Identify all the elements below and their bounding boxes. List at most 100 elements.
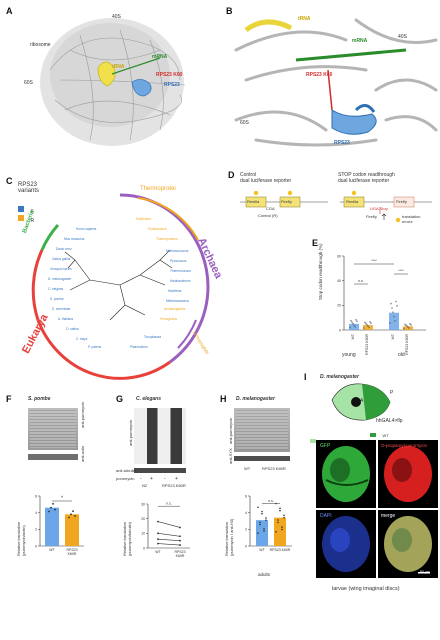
control-codon: CGA bbox=[266, 206, 275, 211]
e-point-1-2 bbox=[365, 322, 367, 325]
h-point-0-2 bbox=[261, 510, 263, 513]
g-point-1-0 bbox=[157, 532, 159, 535]
i-image-merge bbox=[378, 510, 438, 578]
i-legend-label-2: WT bbox=[382, 433, 389, 438]
f-loading-label: anti-actin bbox=[80, 445, 85, 462]
panel-d-letter: D bbox=[228, 170, 235, 180]
i-caption: larvae (wing imaginal discs) bbox=[332, 586, 400, 592]
panel-b-letter: B bbox=[226, 6, 233, 16]
label-mrna-b: mRNA bbox=[352, 38, 368, 44]
h-blot-label: anti-puromycin bbox=[228, 417, 233, 444]
f-point-0-0 bbox=[48, 510, 50, 513]
h-species: D. melanogaster bbox=[236, 396, 275, 402]
g-sig: n.s. bbox=[166, 502, 172, 506]
i-quad-dapi: DAPI bbox=[320, 513, 332, 519]
h-ytick-label-0: 0 bbox=[245, 544, 247, 548]
g-xlabel-1-1: K60R bbox=[176, 554, 185, 558]
svg-text:A. thaliana: A. thaliana bbox=[58, 317, 73, 321]
g-species: C. elegans bbox=[136, 396, 162, 402]
svg-text:C. elegans: C. elegans bbox=[48, 287, 64, 291]
wing-disc-schematic bbox=[326, 380, 396, 424]
i-swatch-1 bbox=[310, 439, 316, 443]
h-point-0-7 bbox=[261, 512, 263, 515]
i-ap-a: A bbox=[360, 398, 364, 404]
h-blot-syx bbox=[234, 456, 290, 461]
g-line-1 bbox=[157, 533, 181, 537]
h-bar-1 bbox=[274, 517, 286, 546]
svg-text:Haloferax: Haloferax bbox=[168, 289, 182, 293]
label-60s-a: 60S bbox=[24, 80, 33, 86]
e-point-1-4 bbox=[367, 325, 369, 328]
f-point-1-2 bbox=[72, 510, 74, 513]
h-loading-label: anti-SYX bbox=[228, 448, 233, 464]
e-ytick-label-3: 60 bbox=[337, 254, 341, 258]
legend-swatch-r bbox=[18, 214, 24, 221]
e-point-0-6 bbox=[355, 318, 357, 321]
g-ytick-label-0: 0 bbox=[143, 546, 145, 550]
g-ytick-label-1: 10 bbox=[141, 532, 145, 536]
stop-renilla: Renilla bbox=[346, 199, 359, 204]
g-sign-1: - bbox=[140, 476, 142, 482]
h-sig: n.s. bbox=[268, 499, 274, 503]
e-ytick-label-2: 40 bbox=[337, 279, 341, 283]
svg-text:Homo sapiens: Homo sapiens bbox=[76, 227, 97, 231]
wing-disc-svg bbox=[331, 383, 391, 421]
e-point-1-5 bbox=[368, 326, 370, 329]
f-species: S. pombe bbox=[28, 396, 51, 402]
control-renilla: Renilla bbox=[247, 199, 260, 204]
g-xlabel-1-0: RPS23 bbox=[174, 550, 185, 554]
f-blot-lanes bbox=[30, 410, 76, 448]
e-point-0-0 bbox=[349, 326, 351, 329]
e-sig-2: **** bbox=[398, 269, 404, 273]
e-point-3-7 bbox=[410, 323, 412, 326]
g-puro-row: puromycin bbox=[116, 476, 135, 481]
panel-b-closeup bbox=[234, 10, 438, 152]
e-point-3-5 bbox=[408, 327, 410, 329]
svg-text:Danio rerio: Danio rerio bbox=[56, 247, 72, 251]
label-rps23k60-b: RPS23 K60 bbox=[306, 72, 333, 78]
g-point-3-0 bbox=[157, 542, 159, 545]
g-lane-k60r: RPS23 K60R bbox=[162, 483, 186, 488]
e-ylabel: Stop codon readthrough (%) bbox=[318, 243, 323, 300]
ribosome-structure bbox=[40, 18, 186, 146]
e-point-0-4 bbox=[353, 324, 355, 327]
h-point-1-7 bbox=[279, 509, 281, 512]
i-quad-gfp: GFP bbox=[320, 443, 331, 449]
e-xlabel-0-0: WT bbox=[351, 333, 355, 339]
label-ribosome: ribosome bbox=[30, 42, 51, 48]
h-ylabel: Relative translation (puromycin / anti-H… bbox=[224, 518, 234, 556]
h-point-1-6 bbox=[277, 521, 279, 524]
panel-h-letter: H bbox=[220, 394, 227, 404]
control-caption: Control (R) bbox=[258, 213, 278, 218]
panel-e-letter: E bbox=[312, 238, 319, 248]
e-point-2-1 bbox=[390, 302, 392, 305]
e-bar-1 bbox=[363, 325, 373, 330]
h-point-0-1 bbox=[259, 521, 261, 524]
h-point-0-0 bbox=[257, 532, 259, 534]
i-species: D. melanogaster bbox=[320, 374, 359, 380]
g-point-0-1 bbox=[179, 526, 181, 529]
f-point-0-1 bbox=[50, 506, 52, 509]
svg-text:D. melanogaster: D. melanogaster bbox=[48, 277, 72, 281]
label-rps23k60-a: RPS23 K60 bbox=[156, 72, 183, 78]
clade-thermoprotei: Thermoprotei bbox=[140, 186, 176, 192]
e-ytick-label-1: 20 bbox=[337, 304, 341, 308]
legend-item-r: R bbox=[18, 209, 35, 227]
legend-label-r: R bbox=[30, 218, 35, 224]
h-point-0-9 bbox=[265, 519, 267, 521]
e-point-0-7 bbox=[356, 320, 358, 323]
svg-text:Archaeoglobus: Archaeoglobus bbox=[164, 307, 186, 311]
panel-a-ribosome bbox=[20, 10, 200, 150]
h-lane-wt: WT bbox=[244, 466, 251, 471]
f-sig: * bbox=[61, 496, 63, 502]
svg-text:S. pombe: S. pombe bbox=[50, 297, 64, 301]
g-point-1-1 bbox=[179, 535, 181, 538]
stop-title: STOP codon readthrough dual luciferase r… bbox=[338, 172, 395, 184]
svg-text:Gallus gallus: Gallus gallus bbox=[52, 257, 71, 261]
g-ytick-label-2: 20 bbox=[141, 517, 145, 521]
h-lane-k60r: RPS23 K60R bbox=[262, 466, 286, 471]
e-point-1-0 bbox=[363, 327, 365, 329]
h-point-0-5 bbox=[257, 506, 259, 509]
svg-text:Pyrococcus: Pyrococcus bbox=[170, 259, 187, 263]
